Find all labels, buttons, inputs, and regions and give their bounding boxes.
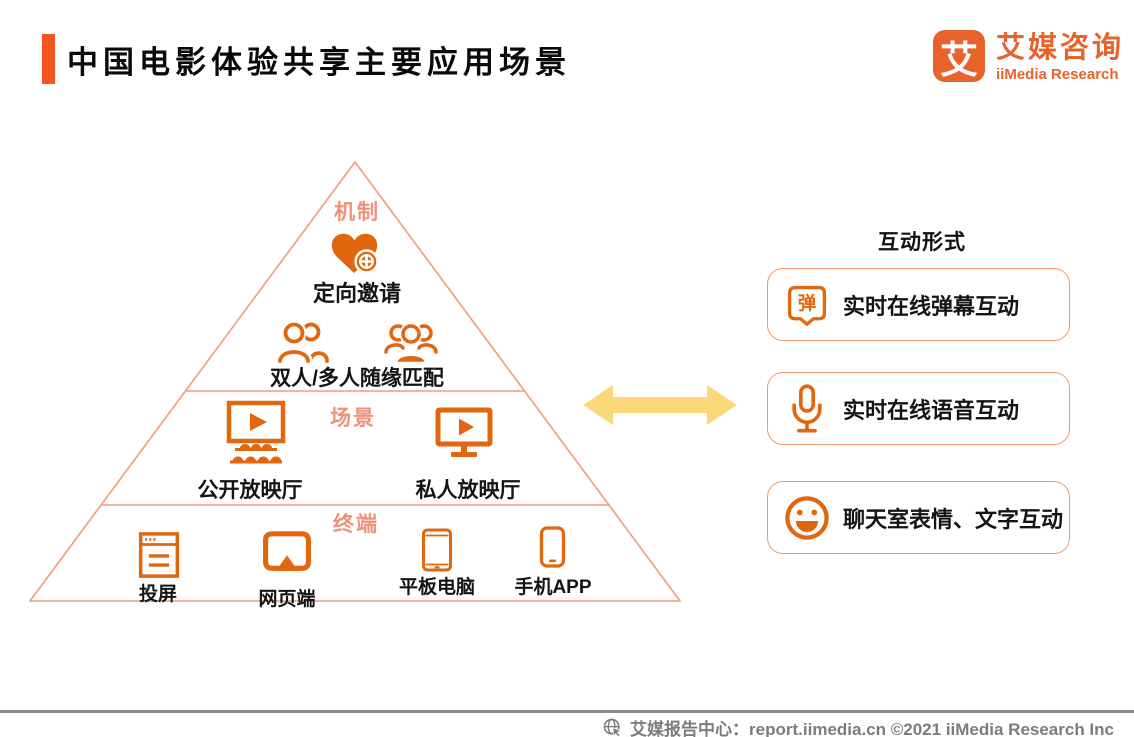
phone-icon [539, 526, 566, 568]
logo-text: 艾媒咨询 iiMedia Research [996, 30, 1125, 83]
tier-label-scene: 场景 [330, 407, 376, 430]
interaction-card-danmaku: 弹 实时在线弹幕互动 [767, 268, 1070, 341]
logo-mark-icon: 艾 [933, 30, 985, 82]
footer-divider [0, 710, 1134, 713]
title-accent-bar [42, 34, 55, 84]
danmaku-bubble-icon: 弹 [784, 282, 830, 328]
two-person-icon [277, 320, 329, 364]
logo-brand-cn: 艾媒咨询 [996, 32, 1125, 64]
item-label-web-client: 网页端 [258, 589, 316, 610]
item-label-tablet: 平板电脑 [398, 577, 476, 598]
monitor-play-icon [435, 407, 493, 457]
tier-label-terminal: 终端 [333, 513, 379, 536]
item-label-private-theater: 私人放映厅 [415, 479, 521, 502]
item-label-mobile-app: 手机APP [514, 577, 592, 598]
tier-label-mechanism: 机制 [334, 201, 380, 224]
footer-text: 艾媒报告中心：report.iimedia.cn ©2021 iiMedia R… [630, 720, 1114, 737]
logo-brand-en: iiMedia Research [996, 66, 1119, 83]
heart-film-icon [331, 233, 379, 274]
page-title: 中国电影体验共享主要应用场景 [67, 45, 571, 80]
tablet-icon [422, 528, 452, 572]
interaction-card-label: 聊天室表情、文字互动 [843, 506, 1064, 532]
cinema-screen-icon [226, 400, 286, 464]
item-label-public-theater: 公开放映厅 [197, 479, 303, 502]
browser-window-icon [138, 532, 180, 578]
screen-mirroring-icon [263, 531, 311, 572]
item-label-random-match: 双人/多人随缘匹配 [270, 367, 444, 390]
double-arrow-icon [583, 385, 737, 425]
svg-text:弹: 弹 [798, 292, 816, 313]
microphone-icon [784, 383, 830, 435]
iimedia-logo: 艾 艾媒咨询 iiMedia Research [933, 30, 1124, 82]
item-label-screen-cast: 投屏 [138, 584, 178, 605]
interaction-card-label: 实时在线弹幕互动 [843, 293, 1020, 319]
interaction-card-label: 实时在线语音互动 [843, 397, 1020, 423]
interaction-card-voice: 实时在线语音互动 [767, 372, 1070, 445]
group-icon [384, 322, 438, 364]
item-label-directed-invitation: 定向邀请 [312, 281, 402, 306]
interaction-card-emoji-text: 聊天室表情、文字互动 [767, 481, 1070, 554]
footer: 艾媒报告中心：report.iimedia.cn ©2021 iiMedia R… [602, 715, 1114, 737]
globe-cursor-icon [603, 718, 622, 737]
smiley-icon [784, 493, 830, 543]
interaction-panel-title: 互动形式 [878, 231, 966, 254]
